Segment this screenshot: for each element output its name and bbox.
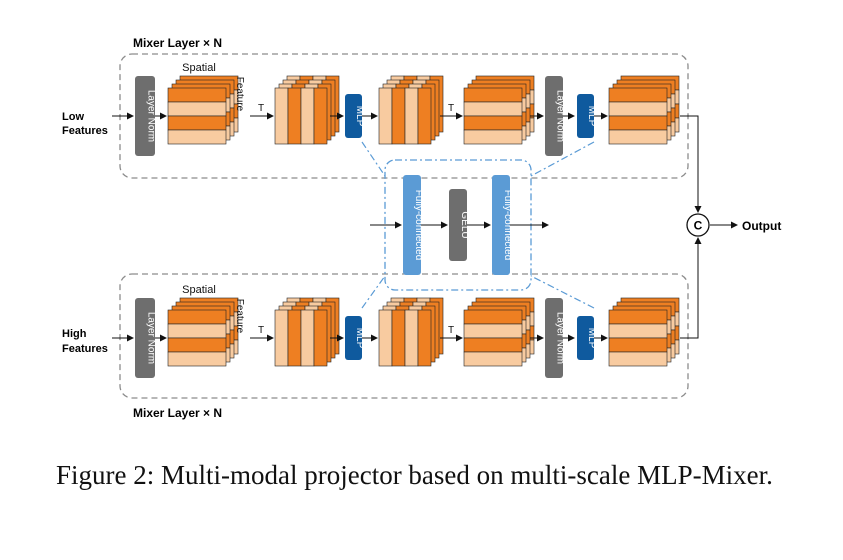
fully-connected-block-2: Fully-connected (492, 175, 513, 275)
gelu-label: GELU (459, 211, 470, 238)
fully-connected-block-1: Fully-connected (403, 175, 424, 275)
low-layer-norm-2-label: Layer Norm (555, 90, 566, 142)
low-layer-norm-2: Layer Norm (545, 76, 566, 156)
low-feature-label: Feature (234, 77, 245, 112)
fully-connected-label-1: Fully-connected (413, 190, 424, 261)
gelu-block: GELU (449, 189, 470, 261)
low-spatial-label: Spatial (182, 62, 216, 74)
concat-node (686, 213, 710, 237)
high-features-label-line1: High (62, 328, 87, 340)
high-feature-label: Feature (234, 299, 245, 334)
high-channel-mlp: MLP (577, 316, 597, 360)
output-label: Output (742, 219, 781, 233)
concat-label: C (694, 219, 703, 233)
high-token-mlp: MLP (345, 316, 365, 360)
low-features-label-line2: Features (62, 125, 108, 137)
high-layer-norm-2-label: Layer Norm (555, 312, 566, 364)
high-tokens-stack (167, 297, 239, 367)
high-layer-norm-1-label: Layer Norm (146, 312, 157, 364)
output-connectors (680, 115, 738, 339)
mixer-bottom-title: Mixer Layer × N (133, 406, 222, 420)
high-layer-norm-2: Layer Norm (545, 298, 566, 378)
high-token-mlp-label: MLP (354, 328, 365, 349)
high-transpose-label-2: T (448, 325, 454, 336)
low-layer-norm-1: Layer Norm (135, 76, 157, 156)
figure-caption: Figure 2: Multi-modal projector based on… (56, 460, 773, 490)
mixer-diagram: Mixer Layer × N Mixer Layer × N Low Feat… (62, 36, 781, 420)
mixer-top-title: Mixer Layer × N (133, 36, 222, 50)
high-channel-mlp-label: MLP (586, 328, 597, 349)
low-channel-mlp: MLP (577, 94, 597, 138)
high-output-stack (608, 297, 680, 367)
high-layer-norm-1: Layer Norm (135, 298, 157, 378)
mlp-share-connectors (361, 141, 595, 309)
low-output-stack (608, 75, 680, 145)
low-transpose-label-2: T (448, 103, 454, 114)
low-tokens-stack (167, 75, 239, 145)
high-mixed-stack (378, 297, 444, 367)
high-transposed-stack (274, 297, 340, 367)
high-transpose-label-1: T (258, 325, 264, 336)
high-spatial-label: Spatial (182, 284, 216, 296)
high-restored-stack (463, 297, 535, 367)
low-channel-mlp-label: MLP (586, 106, 597, 127)
low-transposed-stack (274, 75, 340, 145)
low-features-label-line1: Low (62, 111, 84, 123)
high-features-label-line2: Features (62, 343, 108, 355)
low-transpose-label-1: T (258, 103, 264, 114)
fully-connected-label-2: Fully-connected (502, 190, 513, 261)
low-token-mlp-label: MLP (354, 106, 365, 127)
low-restored-stack (463, 75, 535, 145)
low-token-mlp: MLP (345, 94, 365, 138)
low-mixed-stack (378, 75, 444, 145)
low-layer-norm-1-label: Layer Norm (146, 90, 157, 142)
